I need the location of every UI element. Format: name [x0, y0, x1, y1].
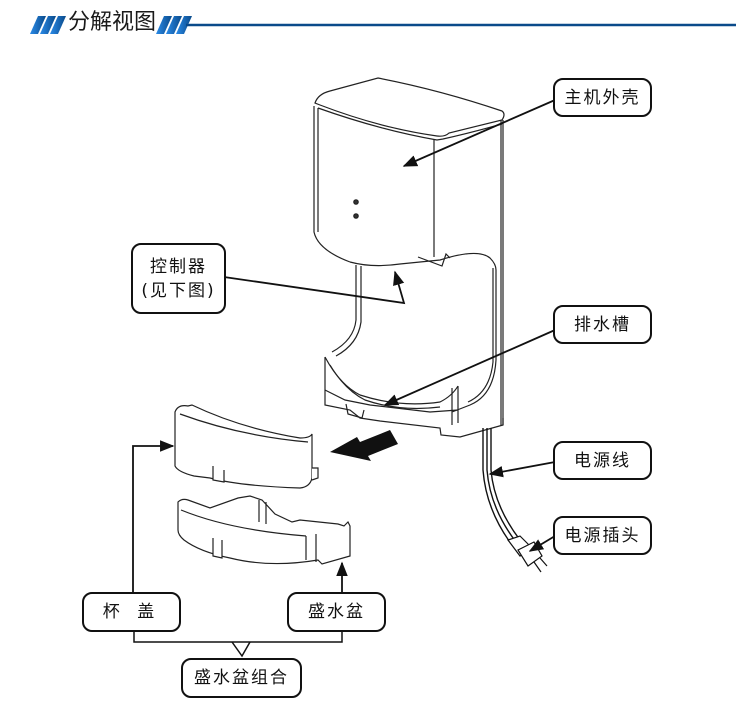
label-controller-text: 控制器	[150, 256, 207, 277]
label-controller-note: (见下图)	[141, 280, 216, 301]
header-decoration	[30, 16, 736, 34]
removal-direction-arrow	[330, 430, 398, 461]
label-tray-assembly: 盛水盆组合	[181, 658, 302, 698]
housing-leader	[402, 99, 556, 167]
cover-leader	[132, 440, 175, 599]
label-power-cord: 电源线	[553, 441, 652, 480]
label-power-cord-text: 电源线	[574, 450, 631, 471]
label-cup-cover: 杯 盖	[82, 592, 181, 632]
label-drain-channel-text: 排水槽	[574, 314, 631, 335]
leader-lines	[132, 99, 556, 658]
drain-leader	[383, 329, 556, 406]
cord-leader	[488, 461, 556, 478]
label-controller: 控制器 (见下图)	[131, 243, 226, 314]
label-power-plug: 电源插头	[553, 516, 652, 555]
power-cord-part	[482, 428, 521, 546]
assembly-pointer	[231, 641, 251, 658]
cup-cover-part	[174, 404, 319, 489]
label-tray-assembly-text: 盛水盆组合	[194, 668, 289, 688]
water-tray-part	[177, 495, 351, 565]
drain-channel-part	[324, 356, 504, 438]
label-water-tray-text: 盛水盆	[308, 602, 365, 622]
label-drain-channel: 排水槽	[553, 305, 652, 344]
left-stripes-icon	[30, 16, 66, 34]
label-main-housing-text: 主机外壳	[564, 87, 641, 108]
plug-leader	[528, 535, 556, 552]
label-power-plug-text: 电源插头	[564, 525, 641, 546]
page-title: 分解视图	[68, 10, 157, 35]
controller-leader	[223, 270, 406, 305]
assembly-bracket	[133, 632, 343, 643]
main-housing	[313, 77, 505, 425]
section-header: 分解视图	[0, 0, 750, 50]
label-main-housing: 主机外壳	[553, 78, 652, 117]
label-cup-cover-text: 杯 盖	[102, 602, 161, 622]
label-water-tray: 盛水盆	[287, 592, 386, 632]
right-stripes-icon	[156, 16, 192, 34]
power-plug-part	[507, 535, 548, 573]
